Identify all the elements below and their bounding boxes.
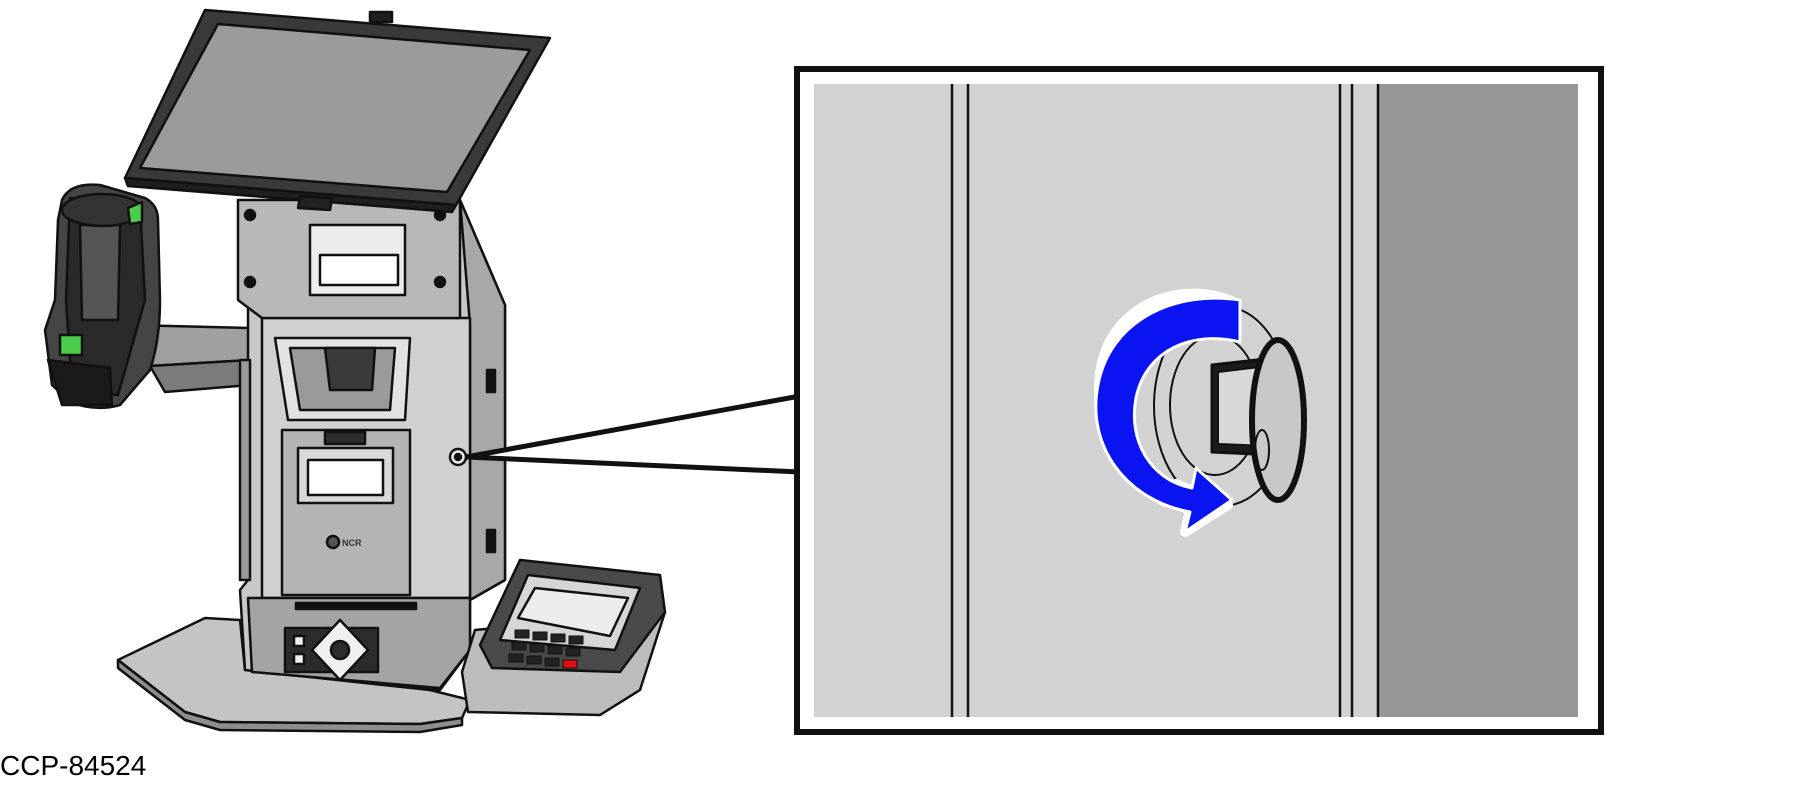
terminal-red-key [562,659,578,669]
scanner-trigger-light [126,200,144,226]
scanner-arm-lower [148,358,252,394]
zoom-callout [794,66,1604,735]
ncr-logo: NCR [325,534,362,550]
handheld-scanner [43,183,162,410]
kiosk-base-plate-edge [116,658,464,734]
scanner-base-light [58,333,84,357]
display-screen [138,22,532,194]
ncr-logo-text: NCR [342,538,362,548]
touch-display [123,8,552,214]
lock-key-icon [1153,305,1307,507]
clockwise-arrow-icon [1094,288,1242,537]
kiosk: NCR [43,183,667,734]
callout-pointer [465,393,801,475]
terminal-keypad [508,629,584,669]
lock-key-head [1249,337,1307,503]
figure-id-label: CCP-84524 [0,750,147,781]
display-stand-edge [123,176,458,214]
